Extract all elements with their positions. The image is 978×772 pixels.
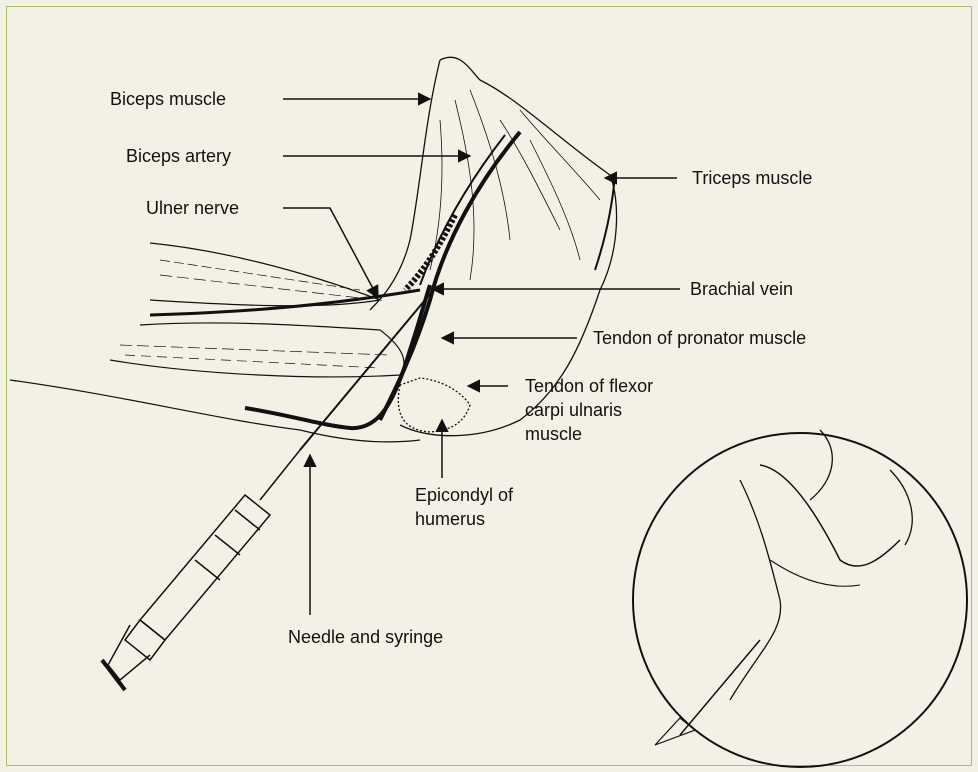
inset-circle xyxy=(633,430,967,767)
label-triceps-muscle: Triceps muscle xyxy=(692,166,812,190)
label-ulner-nerve: Ulner nerve xyxy=(146,196,239,220)
label-tendon-flexor-line3: muscle xyxy=(525,422,653,446)
leader-lines xyxy=(283,99,680,615)
label-tendon-flexor: Tendon of flexor carpi ulnaris muscle xyxy=(525,374,653,446)
label-tendon-pronator: Tendon of pronator muscle xyxy=(593,326,806,350)
forearm-drawing xyxy=(10,243,420,442)
label-biceps-muscle: Biceps muscle xyxy=(110,87,226,111)
label-biceps-artery: Biceps artery xyxy=(126,144,231,168)
label-tendon-flexor-line1: Tendon of flexor xyxy=(525,374,653,398)
label-epicondyl-line1: Epicondyl of xyxy=(415,483,513,507)
label-needle-syringe: Needle and syringe xyxy=(288,625,443,649)
label-epicondyl-line2: humerus xyxy=(415,507,513,531)
label-tendon-flexor-line2: carpi ulnaris xyxy=(525,398,653,422)
label-brachial-vein: Brachial vein xyxy=(690,277,793,301)
epicondyle-drawing xyxy=(398,378,470,432)
label-epicondyl: Epicondyl of humerus xyxy=(415,483,513,531)
